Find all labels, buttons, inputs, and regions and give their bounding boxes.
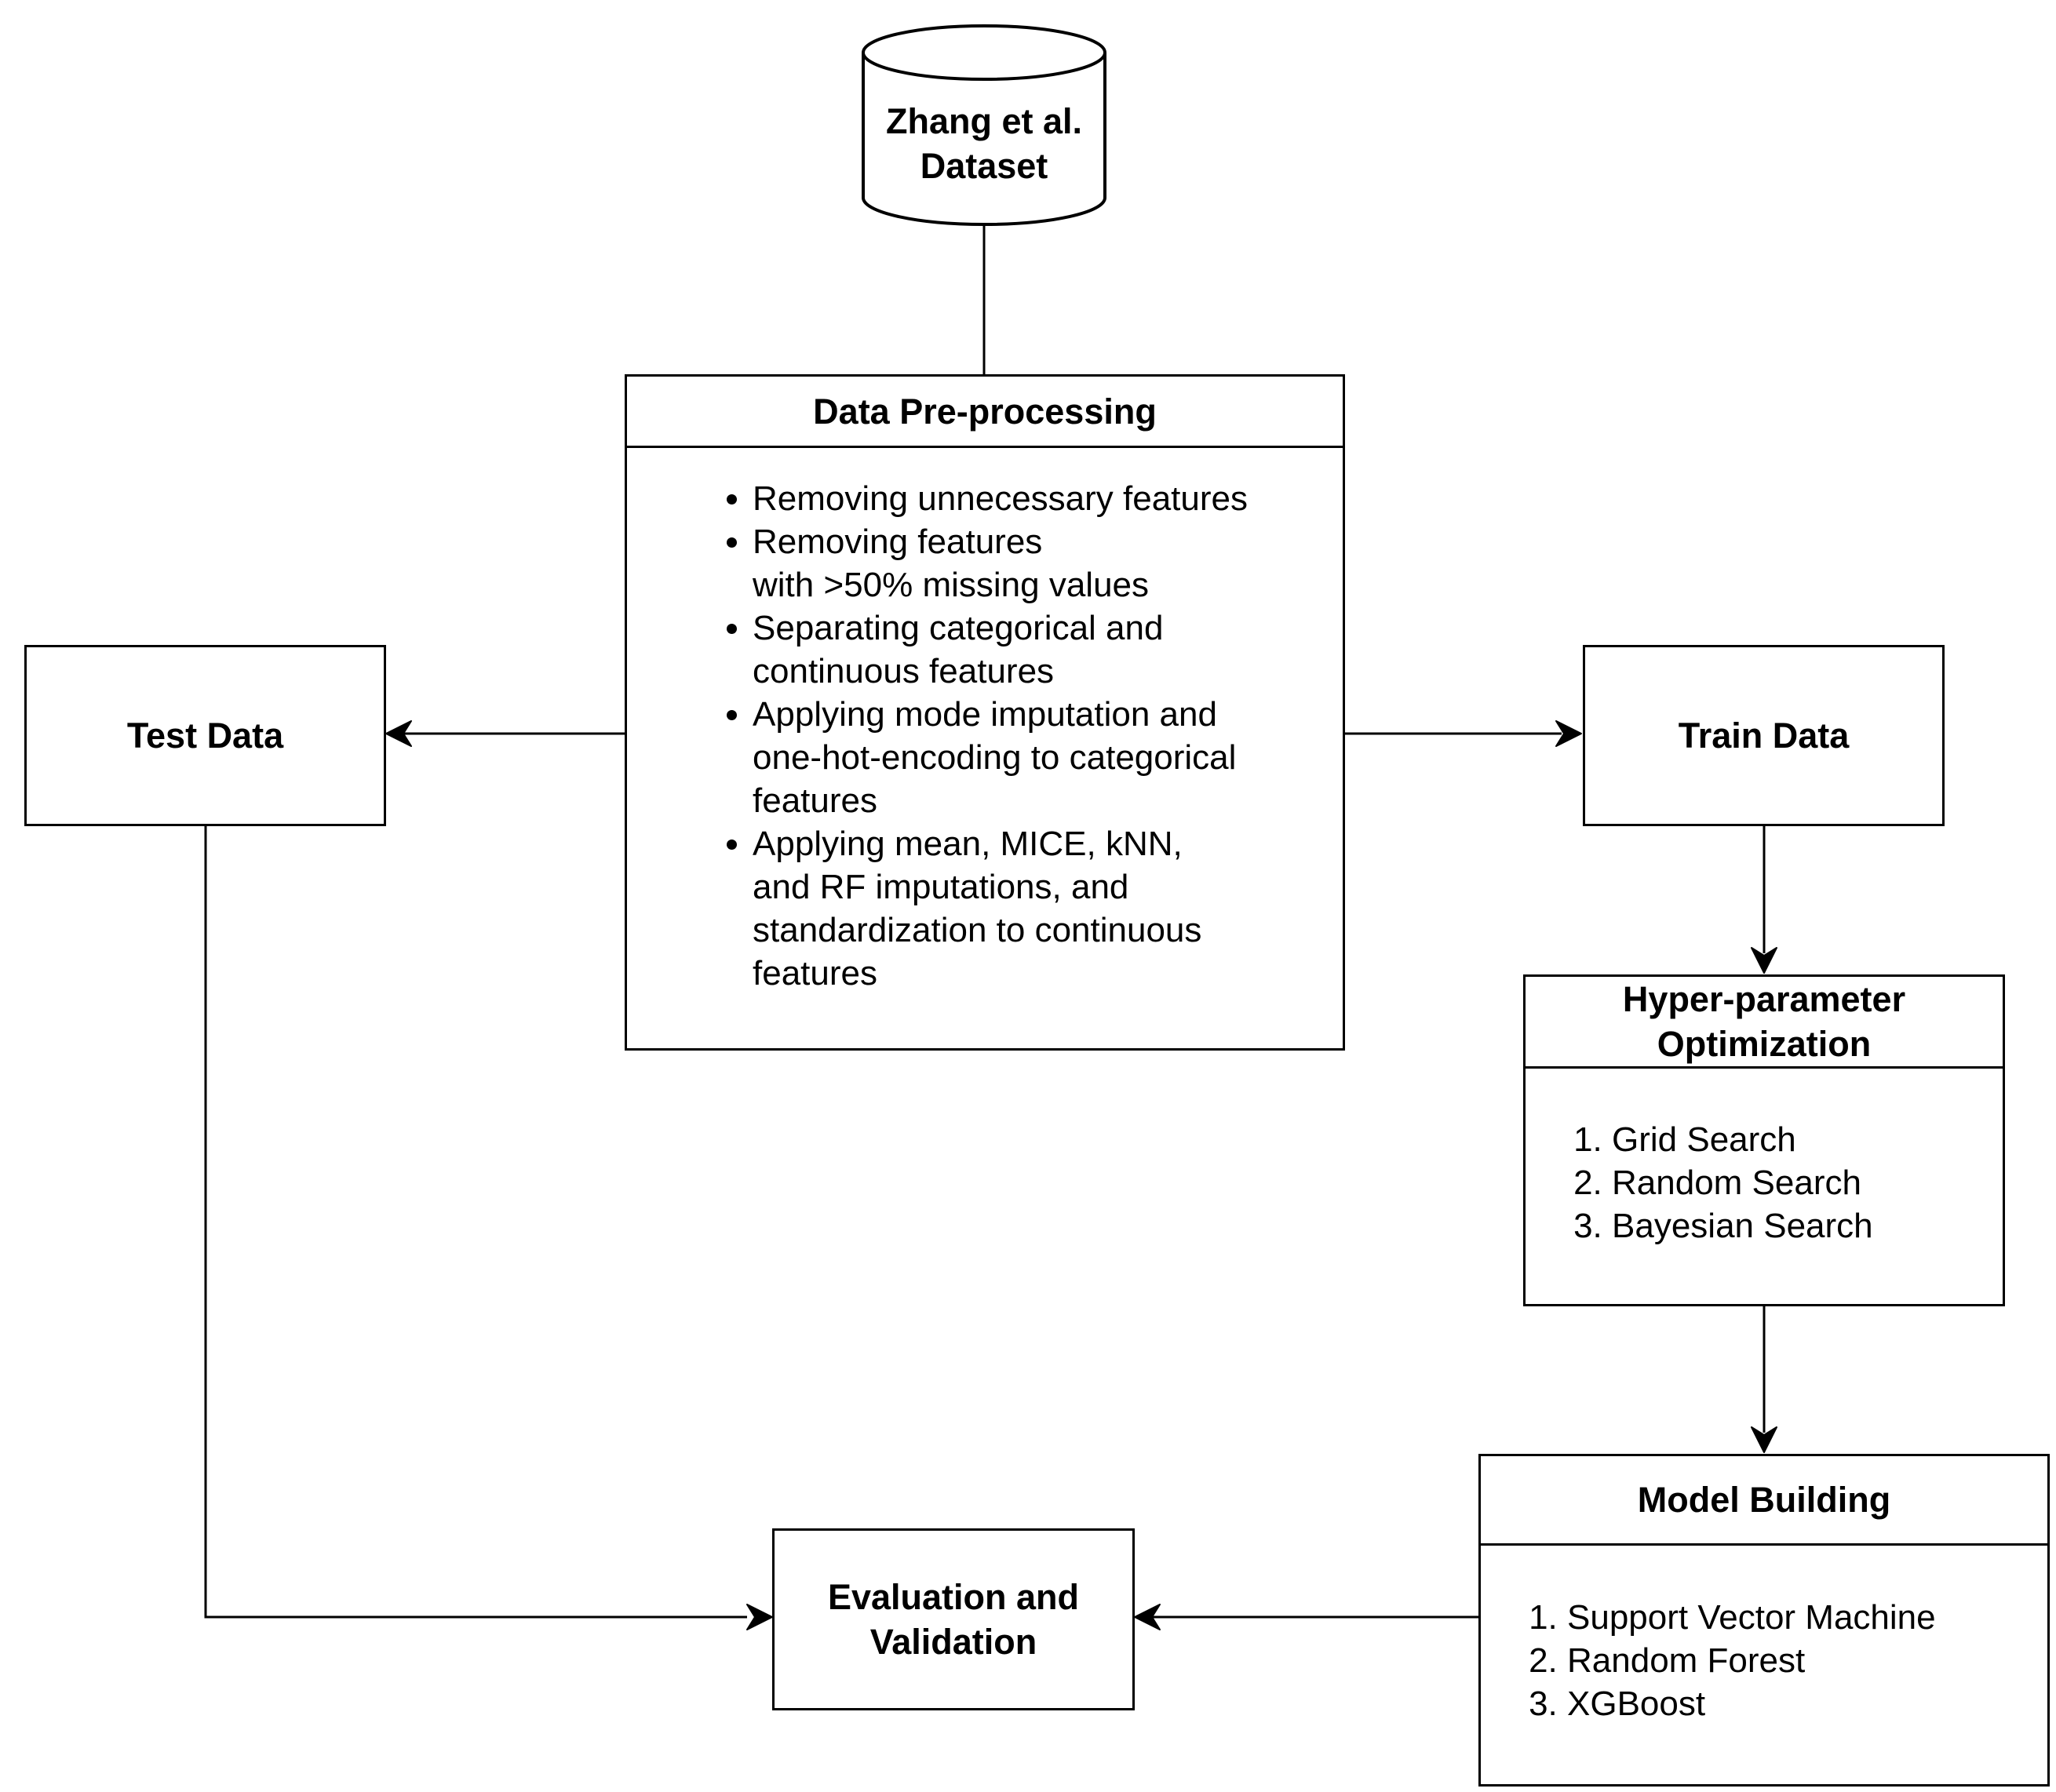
model-building-title: Model Building [1481,1456,2047,1546]
hyperparameter-title: Hyper-parameter Optimization [1526,977,2003,1069]
list-item: Bayesian Search [1612,1204,2036,1247]
hyperparameter-list: Grid Search Random Search Bayesian Searc… [1571,1118,2036,1247]
arrowhead-evaluation-right [1134,1604,1161,1630]
test-data-label: Test Data [126,716,284,756]
list-item: Support Vector Machine [1567,1596,2056,1639]
arrowhead-evaluation-left [746,1604,773,1630]
list-item: XGBoost [1567,1682,2056,1725]
list-item: Removing unnecessary features [753,477,1372,520]
list-item: Random Forest [1567,1639,2056,1682]
list-item: Grid Search [1612,1118,2036,1161]
preprocessing-list: Removing unnecessary features Removing f… [709,477,1372,995]
evaluation-label: Evaluation and Validation [827,1577,1080,1662]
list-item: Applying mode imputation and one-hot-enc… [753,693,1372,822]
preprocessing-title: Data Pre-processing [627,377,1343,448]
connector-test-to-evaluation [204,825,747,1619]
arrowhead-hyperparameter [1751,947,1777,974]
list-item: Separating categorical and continuous fe… [753,606,1372,693]
list-item: Removing features with >50% missing valu… [753,520,1372,606]
arrowhead-model [1751,1426,1777,1453]
dataset-label: Zhang et al. Dataset [885,101,1083,186]
arrowhead-test [385,720,412,747]
model-building-box: Model Building Support Vector Machine Ra… [1478,1454,2050,1787]
test-data-box: Test Data [24,645,386,826]
train-data-label: Train Data [1678,716,1850,756]
evaluation-box: Evaluation and Validation [772,1528,1135,1710]
arrowhead-train [1555,720,1582,747]
list-item: Random Search [1612,1161,2036,1204]
list-item: Applying mean, MICE, kNN, and RF imputat… [753,822,1372,995]
train-data-box: Train Data [1583,645,1945,826]
preprocessing-box: Data Pre-processing Removing unnecessary… [625,374,1345,1051]
hyperparameter-box: Hyper-parameter Optimization Grid Search… [1523,974,2005,1306]
model-building-list: Support Vector Machine Random Forest XGB… [1526,1596,2056,1725]
